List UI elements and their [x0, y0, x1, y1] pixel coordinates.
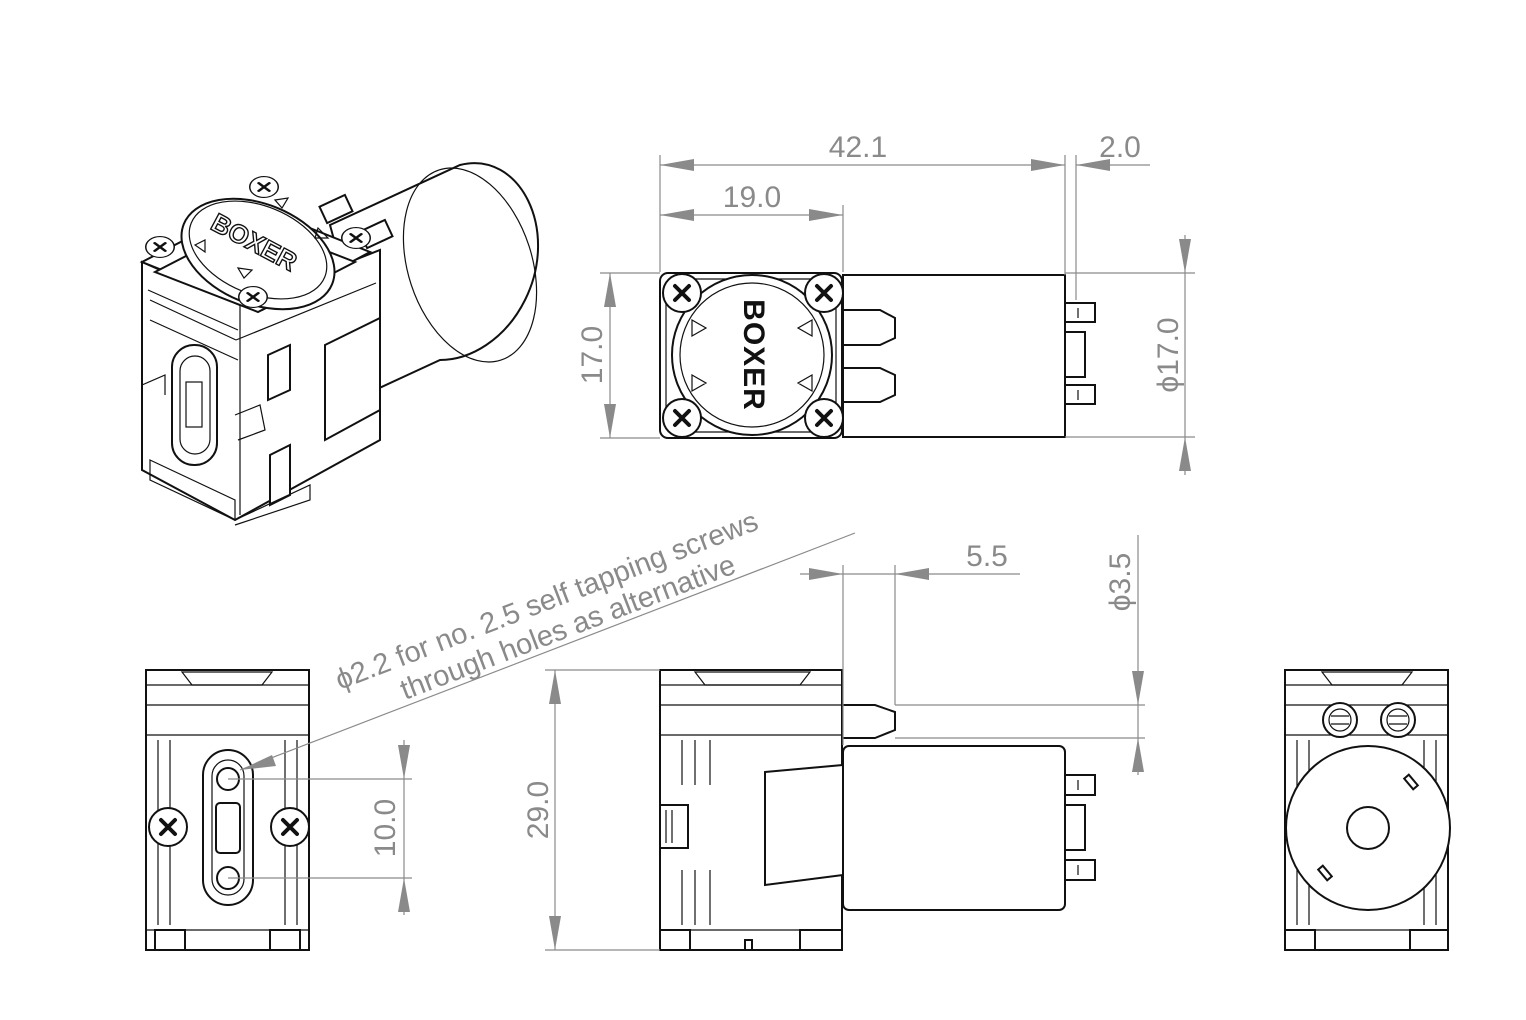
top-brand-label: BOXER	[737, 299, 770, 411]
svg-text:ϕ3.5: ϕ3.5	[1104, 553, 1137, 612]
note-line-1: 2.2 for no. 2.5 self tapping screws	[346, 505, 762, 690]
dim-overall-length: 42.1	[829, 131, 887, 164]
dim-terminal-offset: 2.0	[1099, 131, 1141, 164]
svg-text:ϕ2.2 for no. 2.5 self tapping: ϕ2.2 for no. 2.5 self tapping screws	[331, 505, 762, 696]
dim-head-width: 17.0	[576, 326, 609, 384]
end-view-left	[145, 669, 311, 951]
dim-hole-spacing: 10.0	[369, 799, 402, 857]
side-view-dimensions: 29.0 5.5 ϕ3.5	[522, 535, 1145, 951]
top-view-dimensions: 42.1 2.0 19.0 17.0 ϕ17.0	[576, 131, 1195, 475]
dim-diameter-symbol-nozzle: ϕ	[1104, 594, 1137, 611]
end-view-right	[1284, 669, 1451, 951]
dim-motor-diameter: 17.0	[1152, 317, 1185, 375]
svg-text:ϕ17.0: ϕ17.0	[1152, 317, 1185, 392]
dim-nozzle-diameter: 3.5	[1104, 553, 1137, 595]
top-view: BOXER	[659, 272, 1096, 439]
isometric-view: BOXER	[139, 162, 540, 526]
dim-head-length: 19.0	[723, 181, 781, 214]
side-view	[659, 669, 1096, 951]
dim-nozzle-offset: 5.5	[966, 540, 1008, 573]
dim-height: 29.0	[522, 781, 555, 839]
dim-diameter-symbol-motor: ϕ	[1152, 376, 1185, 393]
